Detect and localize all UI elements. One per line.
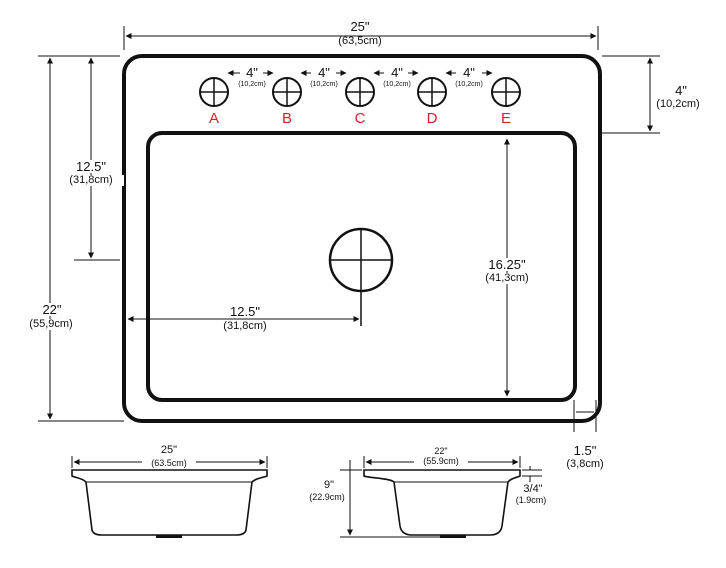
label-bowl-length-metric: (41,3cm) [474, 273, 540, 284]
drain [328, 227, 394, 326]
hole-letter-a: A [208, 110, 219, 127]
drain-from-top-value: 12.5" [76, 159, 106, 174]
front-width-metric: (63.5cm) [151, 458, 187, 468]
spacing-1-metric: (10,2cm) [238, 81, 266, 88]
rim-thickness-metric: (1.9cm) [515, 495, 547, 505]
label-side-width-metric: (55.9cm) [414, 457, 468, 466]
drain-from-side-metric: (31,8cm) [223, 320, 267, 332]
front-width-value: 25" [160, 444, 178, 456]
label-side-depth-metric: (22.9cm) [302, 493, 352, 502]
label-spacing-2: 4" [304, 66, 344, 79]
side-depth-metric: (22.9cm) [309, 492, 345, 502]
bowl-length-value: 16.25" [488, 257, 526, 272]
label-spacing-4: 4" [449, 66, 489, 79]
spacing-4-metric: (10,2cm) [455, 81, 483, 88]
label-bowl-length: 16.25" [478, 258, 536, 271]
side-width-metric: (55.9cm) [423, 456, 459, 466]
hole-to-bowl-metric: (10,2cm) [656, 98, 700, 110]
label-drain-from-top-metric: (31,8cm) [58, 175, 124, 186]
spacing-2-metric: (10,2cm) [310, 81, 338, 88]
faucet-holes [199, 77, 521, 107]
label-side-depth: 9" [312, 480, 346, 491]
hole-letter-d: D [426, 110, 438, 127]
spacing-4-value: 4" [463, 65, 475, 80]
label-drain-from-side: 12.5" [212, 305, 278, 318]
label-spacing-1-metric: (10,2cm) [228, 81, 276, 88]
label-side-width: 22" [421, 447, 461, 456]
label-rim-thickness: 3/4" [516, 484, 550, 495]
label-hole-to-bowl: 4" [656, 84, 706, 97]
label-front-width: 25" [146, 445, 192, 456]
dim-drain-from-top [74, 57, 120, 261]
label-drain-from-side-metric: (31,8cm) [212, 321, 278, 332]
label-drain-from-top: 12.5" [62, 160, 120, 173]
side-width-value: 22" [434, 446, 448, 456]
label-spacing-3-metric: (10,2cm) [373, 81, 421, 88]
sink-outline [122, 54, 602, 423]
bowl-outline [146, 131, 577, 402]
bowl-length-metric: (41,3cm) [485, 272, 529, 284]
label-rim-width: 1.5" [562, 444, 608, 457]
label-spacing-2-metric: (10,2cm) [300, 81, 348, 88]
label-overall-depth-metric: (55,9cm) [20, 319, 82, 330]
rim-width-metric: (3,8cm) [566, 458, 604, 470]
label-rim-width-metric: (3,8cm) [556, 459, 614, 470]
overall-depth-value: 22" [42, 302, 62, 317]
hole-letter-e: E [500, 110, 511, 127]
dim-rim-width [573, 400, 597, 432]
overall-width-metric: (63,5cm) [338, 35, 382, 47]
hole-letter-b: B [281, 110, 292, 127]
label-hole-to-bowl-metric: (10,2cm) [648, 99, 708, 110]
front-view-sink [71, 456, 268, 538]
rim-width-value: 1.5" [573, 443, 597, 458]
rim-thickness-value: 3/4" [523, 483, 543, 495]
dim-hole-to-bowl [602, 55, 660, 134]
dim-overall-width [123, 26, 599, 50]
drain-from-side-value: 12.5" [230, 304, 260, 319]
side-depth-value: 9" [323, 479, 335, 491]
label-overall-width-metric: (63,5cm) [320, 36, 400, 47]
label-spacing-4-metric: (10,2cm) [445, 81, 493, 88]
label-overall-width: 25" [320, 20, 400, 33]
dim-overall-depth [38, 55, 124, 422]
hole-letter-c: C [354, 110, 366, 127]
spacing-3-value: 4" [391, 65, 403, 80]
spacing-3-metric: (10,2cm) [383, 81, 411, 88]
overall-depth-metric: (55,9cm) [29, 318, 73, 330]
overall-width-value: 25" [350, 19, 370, 34]
label-spacing-1: 4" [232, 66, 272, 79]
spacing-1-value: 4" [246, 65, 258, 80]
drain-from-top-metric: (31,8cm) [69, 174, 113, 186]
label-front-width-metric: (63.5cm) [142, 459, 196, 468]
label-spacing-3: 4" [377, 66, 417, 79]
spacing-2-value: 4" [318, 65, 330, 80]
label-overall-depth: 22" [30, 303, 74, 316]
label-rim-thickness-metric: (1.9cm) [508, 496, 554, 505]
hole-to-bowl-value: 4" [675, 83, 687, 98]
